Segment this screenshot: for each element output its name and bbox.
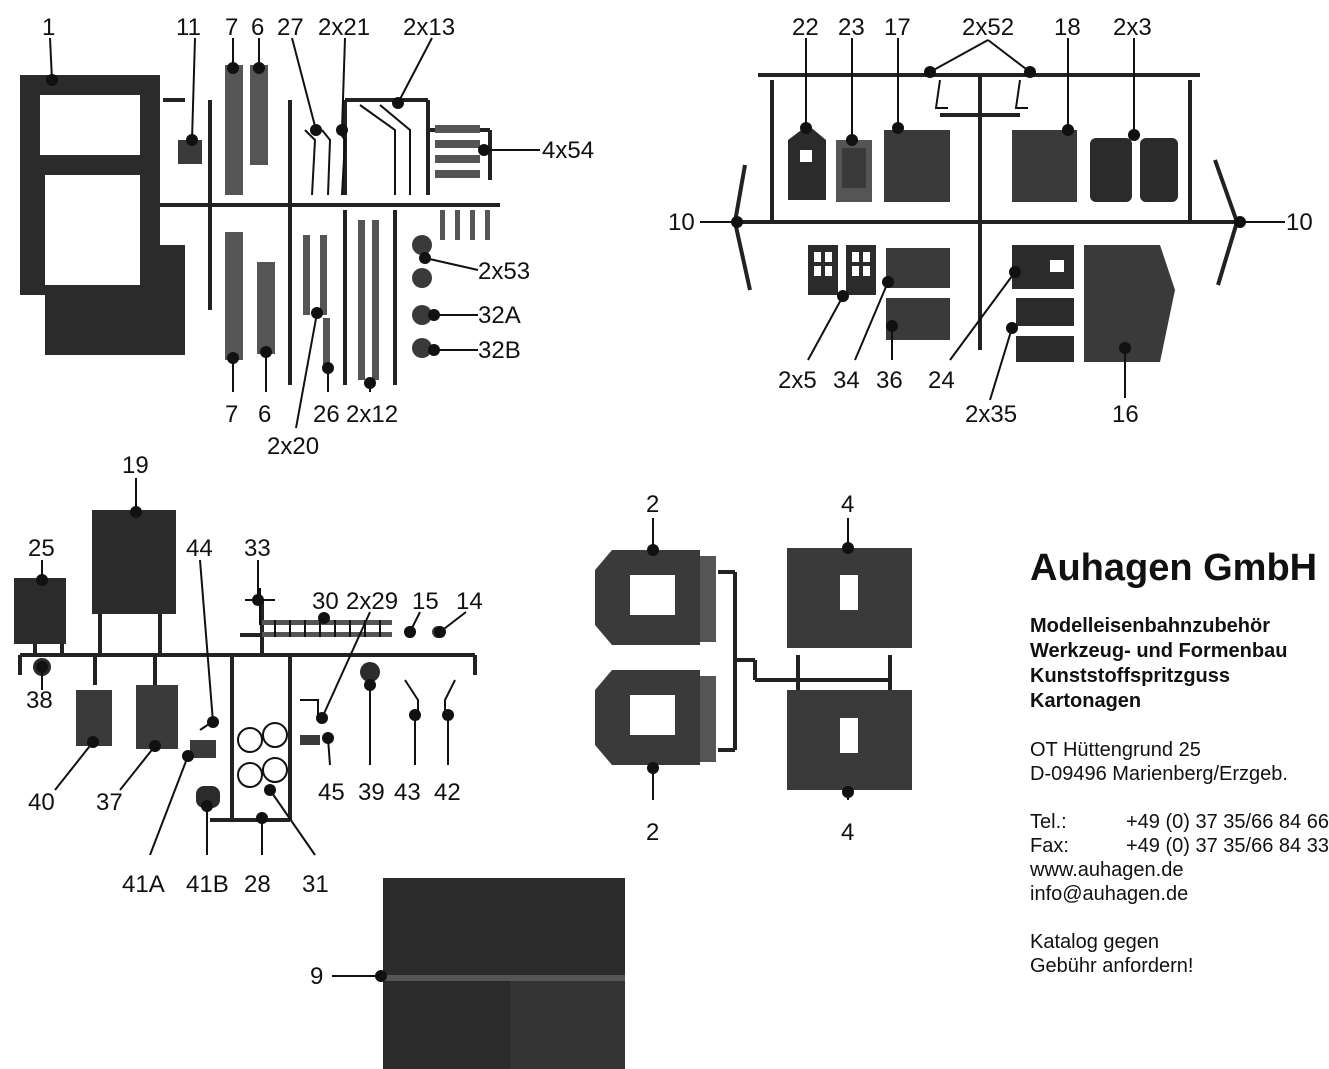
label-2x53: 2x53 — [478, 258, 530, 285]
label-7-bottom: 7 — [225, 401, 238, 428]
callouts-4 — [647, 518, 854, 800]
label-10-right: 10 — [1286, 209, 1313, 236]
catalog-line-1: Katalog gegen — [1030, 931, 1160, 953]
label-9: 9 — [310, 963, 323, 990]
label-27: 27 — [277, 14, 304, 41]
label-2x21: 2x21 — [318, 14, 370, 41]
sprue-frame-1 — [20, 65, 500, 385]
label-36: 36 — [876, 367, 903, 394]
sprue-frame-4 — [595, 548, 912, 790]
callouts-2 — [700, 38, 1285, 401]
fax-row: Fax: +49 (0) 37 35/66 84 33 — [1030, 834, 1329, 858]
label-17: 17 — [884, 14, 911, 41]
label-16: 16 — [1112, 401, 1139, 428]
label-2x20: 2x20 — [267, 433, 319, 460]
tagline-model-railway: Modelleisenbahnzubehör — [1030, 615, 1271, 637]
label-2x3: 2x3 — [1113, 14, 1152, 41]
label-38: 38 — [26, 687, 53, 714]
label-31: 31 — [302, 871, 329, 898]
label-41b: 41B — [186, 871, 229, 898]
email-link[interactable]: info@auhagen.de — [1030, 883, 1189, 905]
label-2x52: 2x52 — [962, 14, 1014, 41]
label-4x54: 4x54 — [542, 137, 594, 164]
label-2-bottom: 2 — [646, 819, 659, 846]
label-1: 1 — [42, 14, 55, 41]
website-link[interactable]: www.auhagen.de — [1030, 859, 1184, 881]
company-name: Auhagen GmbH — [1030, 547, 1318, 589]
label-2x5: 2x5 — [778, 367, 817, 394]
label-6-bottom: 6 — [258, 401, 271, 428]
label-41a: 41A — [122, 871, 165, 898]
part-numbers: 1 11 7 6 27 2x21 2x13 4x54 2x53 32A 32B … — [26, 14, 1313, 990]
phone-label: Tel.: — [1030, 811, 1067, 833]
address: OT Hüttengrund 25 D-09496 Marienberg/Erz… — [1030, 738, 1304, 786]
label-6-top: 6 — [251, 14, 264, 41]
label-7-top: 7 — [225, 14, 238, 41]
address-street: OT Hüttengrund 25 — [1030, 739, 1201, 761]
label-45: 45 — [318, 779, 345, 806]
label-11: 11 — [176, 14, 201, 41]
label-2x29: 2x29 — [346, 588, 398, 615]
callouts-3 — [36, 478, 467, 856]
label-19: 19 — [122, 452, 149, 479]
label-26: 26 — [313, 401, 340, 428]
label-2x12: 2x12 — [346, 401, 398, 428]
phone-row: Tel.: +49 (0) 37 35/66 84 66 — [1030, 810, 1329, 834]
label-32a: 32A — [478, 302, 521, 329]
label-4-bottom: 4 — [841, 819, 854, 846]
catalog-note: Katalog gegen Gebühr anfordern! — [1030, 930, 1304, 978]
label-33: 33 — [244, 535, 271, 562]
label-10-left: 10 — [668, 209, 695, 236]
address-city: D-09496 Marienberg/Erzgeb. — [1030, 763, 1288, 785]
tagline-toolmaking: Werkzeug- und Formenbau — [1030, 640, 1288, 662]
fax-number: +49 (0) 37 35/66 84 33 — [1126, 835, 1329, 857]
label-32b: 32B — [478, 337, 521, 364]
label-28: 28 — [244, 871, 271, 898]
phone-number: +49 (0) 37 35/66 84 66 — [1126, 811, 1329, 833]
roof-plate-9 — [332, 878, 625, 1069]
label-22: 22 — [792, 14, 819, 41]
sprue-frame-2 — [732, 73, 1240, 362]
tagline-injection-molding: Kunststoffspritzguss — [1030, 665, 1230, 687]
label-25: 25 — [28, 535, 55, 562]
label-23: 23 — [838, 14, 865, 41]
label-30: 30 — [312, 588, 339, 615]
label-14: 14 — [456, 588, 483, 615]
label-24: 24 — [928, 367, 955, 394]
label-2-top: 2 — [646, 491, 659, 518]
label-18: 18 — [1054, 14, 1081, 41]
label-42: 42 — [434, 779, 461, 806]
company-info: Auhagen GmbH Modelleisenbahnzubehör Werk… — [1030, 546, 1329, 978]
label-43: 43 — [394, 779, 421, 806]
label-37: 37 — [96, 789, 123, 816]
catalog-line-2: Gebühr anfordern! — [1030, 955, 1194, 977]
label-4-top: 4 — [841, 491, 854, 518]
label-2x35: 2x35 — [965, 401, 1017, 428]
fax-label: Fax: — [1030, 835, 1069, 857]
label-44: 44 — [186, 535, 213, 562]
tagline-cartons: Kartonagen — [1030, 690, 1142, 712]
label-34: 34 — [833, 367, 860, 394]
label-15: 15 — [412, 588, 439, 615]
label-40: 40 — [28, 789, 55, 816]
label-2x13: 2x13 — [403, 14, 455, 41]
label-39: 39 — [358, 779, 385, 806]
callouts-1 — [46, 37, 540, 429]
contact-block: Tel.: +49 (0) 37 35/66 84 66 Fax: +49 (0) … — [1030, 810, 1329, 906]
